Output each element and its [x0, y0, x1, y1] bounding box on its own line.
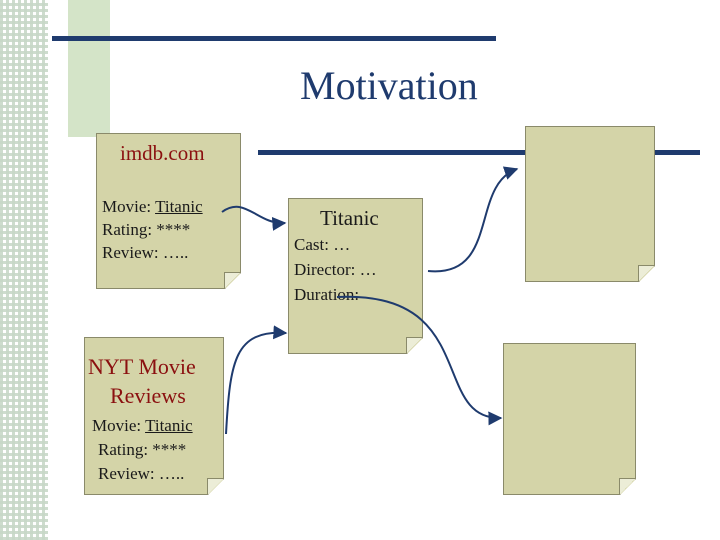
slide-title: Motivation [300, 63, 478, 108]
nyt-movie-line: Movie: Titanic [92, 415, 193, 436]
imdb-movie-label: Movie: [102, 197, 156, 216]
arrow-titanic-to-bottom [336, 295, 503, 426]
nyt-note [84, 337, 224, 495]
imdb-movie-link[interactable]: Titanic [155, 197, 203, 216]
imdb-review: Review: ….. [102, 243, 189, 262]
imdb-movie-line: Movie: Titanic [102, 196, 203, 217]
titanic-note [288, 198, 423, 354]
title-rule-top [52, 36, 496, 41]
imdb-site-label: imdb.com [120, 141, 205, 165]
nyt-site-label-line2: Reviews [110, 383, 186, 408]
titanic-heading: Titanic [320, 206, 379, 230]
nyt-rating: Rating: **** [98, 440, 187, 459]
blank-note-top [525, 126, 655, 282]
nyt-review: Review: ….. [98, 464, 185, 483]
imdb-note [96, 133, 241, 289]
arrow-imdb-to-titanic [221, 205, 287, 231]
titanic-director: Director: … [294, 260, 377, 279]
accent-block-decoration [68, 0, 110, 137]
nyt-site-label-line1: NYT Movie [88, 354, 196, 379]
arrow-nyt-to-titanic [225, 325, 288, 435]
blank-note-bottom [503, 343, 636, 495]
nyt-movie-link[interactable]: Titanic [145, 416, 193, 435]
title-rule-bottom [258, 150, 700, 155]
checker-border-decoration [0, 0, 48, 540]
titanic-cast: Cast: … [294, 235, 351, 254]
titanic-duration: Duration: [294, 285, 360, 304]
arrow-titanic-to-top [427, 166, 519, 273]
nyt-movie-label: Movie: [92, 416, 146, 435]
imdb-rating: Rating: **** [102, 220, 191, 239]
